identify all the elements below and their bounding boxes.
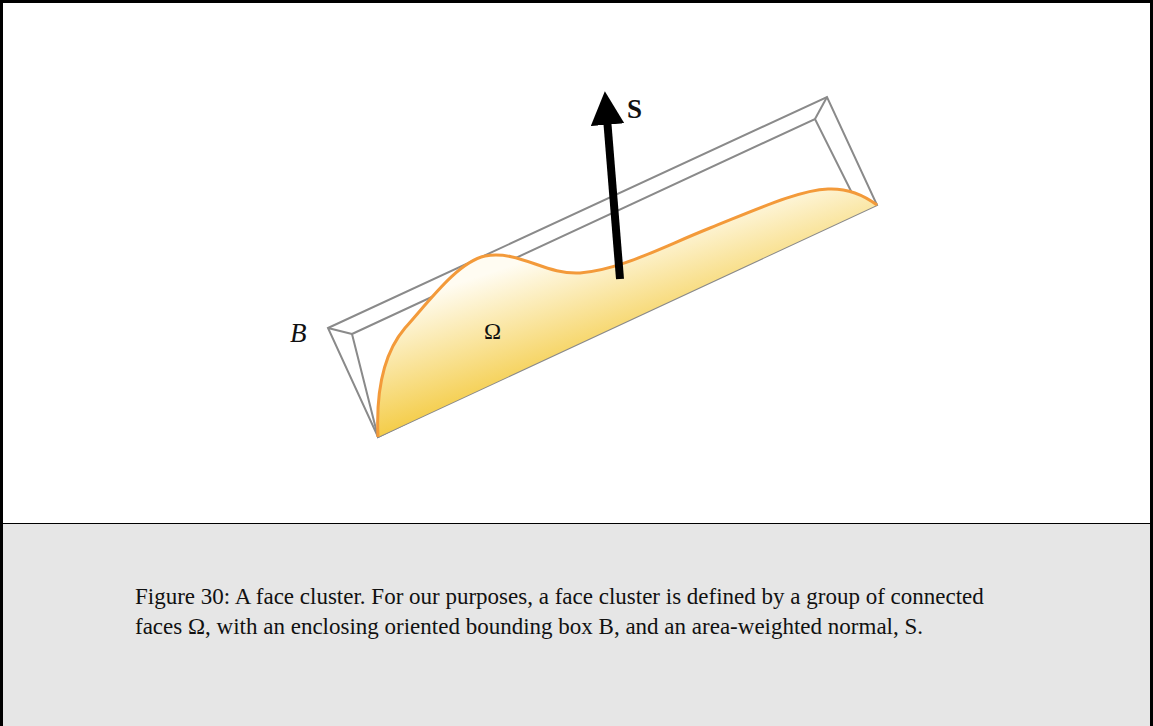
face-cluster-outline bbox=[378, 189, 877, 437]
box-label: B bbox=[290, 320, 307, 347]
vector-label: S bbox=[627, 96, 642, 123]
figure-caption: Figure 30: A face cluster. For our purpo… bbox=[135, 582, 1015, 642]
normal-arrow bbox=[607, 118, 620, 279]
face-cluster-fill bbox=[378, 189, 877, 437]
bounding-box bbox=[328, 97, 877, 437]
region-label: Ω bbox=[484, 320, 501, 343]
